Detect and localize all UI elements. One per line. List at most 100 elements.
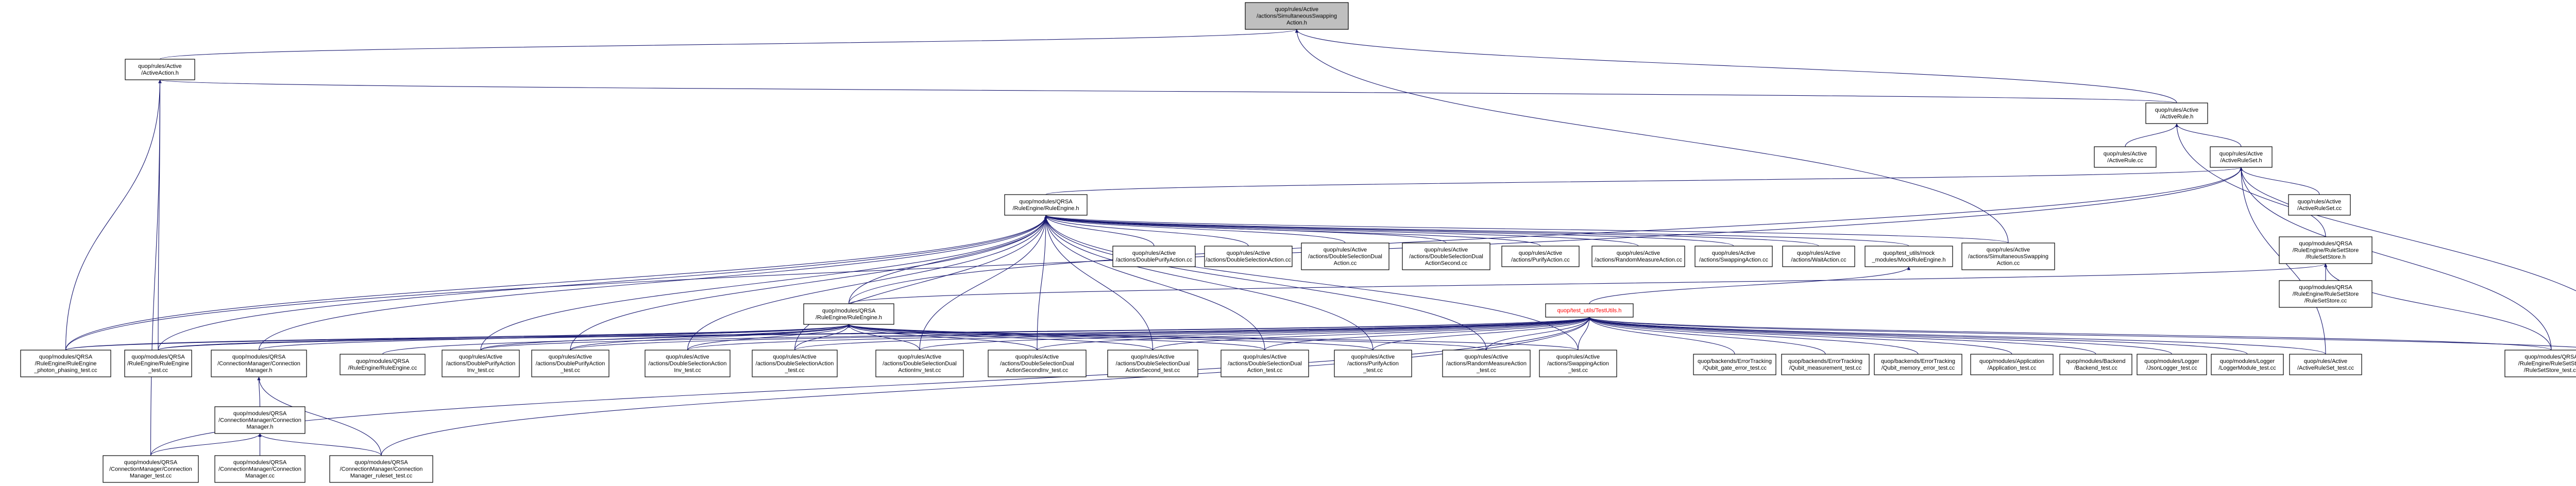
- file-node[interactable]: quop/modules/QRSA/ConnectionManager/Conn…: [329, 455, 433, 483]
- include-edge: [570, 324, 851, 351]
- file-node-label: /ConnectionManager/Connection: [218, 466, 301, 473]
- file-node-box: [988, 350, 1087, 377]
- file-node[interactable]: quop/modules/QRSA/RuleEngine/RuleEngine_…: [124, 350, 192, 377]
- file-node[interactable]: quop/modules/QRSA/RuleEngine/RuleEngine_…: [20, 350, 111, 377]
- file-node[interactable]: quop/modules/QRSA/RuleEngine/RuleSetStor…: [2279, 236, 2372, 264]
- file-node[interactable]: quop/modules/QRSA/RuleEngine/RuleSetStor…: [2279, 280, 2372, 308]
- include-edge: [257, 376, 382, 456]
- file-node-label: /actions/RandomMeasureAction.cc: [1595, 257, 1682, 263]
- file-node[interactable]: quop/rules/Active/actions/DoubleSelectio…: [645, 350, 731, 377]
- file-node[interactable]: quop/rules/Active/actions/DoublePurifyAc…: [442, 350, 520, 377]
- file-node-label: /actions/SimultaneousSwapping: [1968, 254, 2048, 260]
- file-node-label: quop/rules/Active: [1015, 354, 1059, 360]
- file-node[interactable]: quop/rules/Active/actions/DoubleSelectio…: [988, 350, 1087, 377]
- file-node[interactable]: quop/backends/ErrorTracking/Qubit_measur…: [1781, 354, 1870, 375]
- file-node-label: /actions/RandomMeasureAction: [1446, 361, 1527, 367]
- file-node[interactable]: quop/modules/QRSA/RuleEngine/RuleSetStor…: [2504, 350, 2576, 377]
- file-node[interactable]: quop/rules/Active/actions/DoubleSelectio…: [1402, 242, 1490, 270]
- file-node[interactable]: quop/modules/Logger/JsonLogger_test.cc: [2137, 354, 2207, 375]
- file-node-label: /ConnectionManager/Connection: [217, 361, 300, 367]
- file-node[interactable]: quop/rules/Active/ActiveRule.cc: [2094, 146, 2157, 168]
- file-node[interactable]: quop/modules/QRSA/ConnectionManager/Conn…: [214, 455, 306, 483]
- file-node[interactable]: quop/backends/ErrorTracking/Qubit_memory…: [1874, 354, 1962, 375]
- file-node[interactable]: quop/backends/ErrorTracking/Qubit_gate_e…: [1693, 354, 1776, 375]
- file-node[interactable]: quop/modules/Application/Application_tes…: [1970, 354, 2054, 375]
- file-node-box: [1781, 354, 1870, 375]
- include-edge: [570, 317, 1591, 351]
- file-node-label: /ActiveAction.h: [141, 70, 179, 76]
- include-edge: [1045, 167, 2243, 195]
- file-node-box: [2094, 146, 2157, 168]
- file-node-box: [1334, 350, 1412, 377]
- file-node[interactable]: quop/test_utils/mock_modules/MockRuleEng…: [1865, 246, 1953, 267]
- file-node[interactable]: quop/rules/Active/actions/RandomMeasureA…: [1591, 246, 1685, 267]
- file-node[interactable]: quop/rules/Active/ActiveRuleSet.h: [2210, 146, 2273, 168]
- file-node-label: quop/modules/QRSA: [354, 460, 408, 466]
- file-node[interactable]: quop/rules/Active/ActiveRule.h: [2145, 102, 2208, 124]
- file-node[interactable]: quop/modules/QRSA/RuleEngine/RuleEngine.…: [1004, 194, 1088, 216]
- file-node[interactable]: quop/rules/Active/actions/DoubleSelectio…: [1221, 350, 1309, 377]
- file-node[interactable]: quop/rules/Active/actions/SimultaneousSw…: [1961, 242, 2055, 270]
- file-node-box: [752, 350, 838, 377]
- file-node[interactable]: quop/rules/Active/actions/DoubleSelectio…: [1301, 242, 1389, 270]
- file-node-label: /actions/DoubleSelectionAction: [756, 361, 834, 367]
- file-node-box: [1112, 246, 1196, 267]
- file-node-label: quop/rules/Active: [1797, 250, 1840, 256]
- file-node-box: [103, 455, 199, 483]
- file-node[interactable]: quop/rules/Active/actions/DoublePurifyAc…: [1112, 246, 1196, 267]
- file-node-label: quop/modules/QRSA: [2524, 354, 2576, 360]
- include-edge: [1044, 215, 1909, 247]
- file-node-label: quop/rules/Active: [1987, 247, 2030, 253]
- include-edge: [847, 324, 1579, 351]
- file-node[interactable]: quop/rules/Active/actions/DoubleSelectio…: [875, 350, 964, 377]
- file-node[interactable]: quop/rules/Active/actions/PurifyAction_t…: [1334, 350, 1412, 377]
- file-node-label: quop/rules/Active: [2304, 358, 2347, 364]
- include-edge: [159, 79, 2177, 103]
- file-node-label: ActionInv_test.cc: [898, 368, 941, 374]
- file-node[interactable]: quop/modules/Logger/LoggerModule_test.cc: [2211, 354, 2284, 375]
- file-node-label: /RuleSetStore.cc: [2304, 298, 2347, 304]
- file-node[interactable]: quop/modules/Backend/Backend_test.cc: [2059, 354, 2132, 375]
- include-edge: [1295, 29, 2177, 103]
- file-node[interactable]: quop/rules/Active/actions/SwappingAction…: [1539, 350, 1617, 377]
- file-node-box: [1402, 242, 1490, 270]
- include-edge: [2324, 263, 2552, 351]
- include-edge: [847, 324, 1487, 351]
- file-node-label: _test.cc: [785, 368, 805, 374]
- file-node-box: [1961, 242, 2055, 270]
- file-node-label: /actions/DoubleSelectionAction.cc: [1206, 257, 1291, 263]
- file-node[interactable]: quop/modules/QRSA/RuleEngine/RuleEngine.…: [803, 303, 894, 325]
- file-node-box: [211, 350, 307, 377]
- file-node[interactable]: quop/rules/Active/actions/SwappingAction…: [1694, 246, 1773, 267]
- file-node-label: quop/backends/ErrorTracking: [1881, 358, 1955, 364]
- file-node[interactable]: quop/rules/Active/actions/DoubleSelectio…: [1107, 350, 1198, 377]
- file-node-box: [1501, 246, 1580, 267]
- file-node[interactable]: quop/rules/Active/ActiveRuleSet.cc: [2288, 194, 2351, 216]
- file-node[interactable]: quop/modules/QRSA/ConnectionManager/Conn…: [103, 455, 199, 483]
- file-node-label: Inv_test.cc: [674, 368, 701, 374]
- file-node-label: quop/backends/ErrorTracking: [1698, 358, 1772, 364]
- include-edge: [150, 79, 162, 456]
- file-node[interactable]: quop/rules/Active/actions/DoubleSelectio…: [752, 350, 838, 377]
- include-edge: [1587, 317, 2248, 355]
- file-node-box: [1204, 246, 1293, 267]
- file-node[interactable]: quop/rules/Active/ActiveRuleSet_test.cc: [2289, 354, 2362, 375]
- file-node[interactable]: quop/rules/Active/actions/DoubleSelectio…: [1204, 246, 1293, 267]
- file-node[interactable]: quop/rules/Active/actions/RandomMeasureA…: [1442, 350, 1531, 377]
- file-node[interactable]: quop/rules/Active/actions/WaitAction.cc: [1782, 246, 1855, 267]
- file-node-label: /actions/DoubleSelectionDual: [1308, 254, 1382, 260]
- file-node[interactable]: quop/modules/QRSA/ConnectionManager/Conn…: [211, 350, 307, 377]
- file-node-label: quop/modules/QRSA: [131, 354, 185, 360]
- file-node[interactable]: quop/rules/Active/ActiveAction.h: [125, 59, 195, 80]
- file-node[interactable]: quop/rules/Active/actions/DoublePurifyAc…: [531, 350, 609, 377]
- file-node-label: /actions/DoubleSelectionDual: [883, 361, 957, 367]
- file-node[interactable]: quop/test_utils/TestUtils.h: [1545, 303, 1634, 318]
- file-node[interactable]: quop/modules/QRSA/RuleEngine/RuleEngine.…: [340, 354, 426, 375]
- file-node[interactable]: quop/rules/Active/actions/PurifyAction.c…: [1501, 246, 1580, 267]
- include-edge: [687, 324, 851, 351]
- file-node-label: /JsonLogger_test.cc: [2146, 365, 2197, 371]
- include-edge: [258, 433, 382, 456]
- file-node[interactable]: quop/rules/Active/actions/SimultaneousSw…: [1245, 2, 1349, 30]
- file-node[interactable]: quop/modules/QRSA/ConnectionManager/Conn…: [214, 406, 306, 434]
